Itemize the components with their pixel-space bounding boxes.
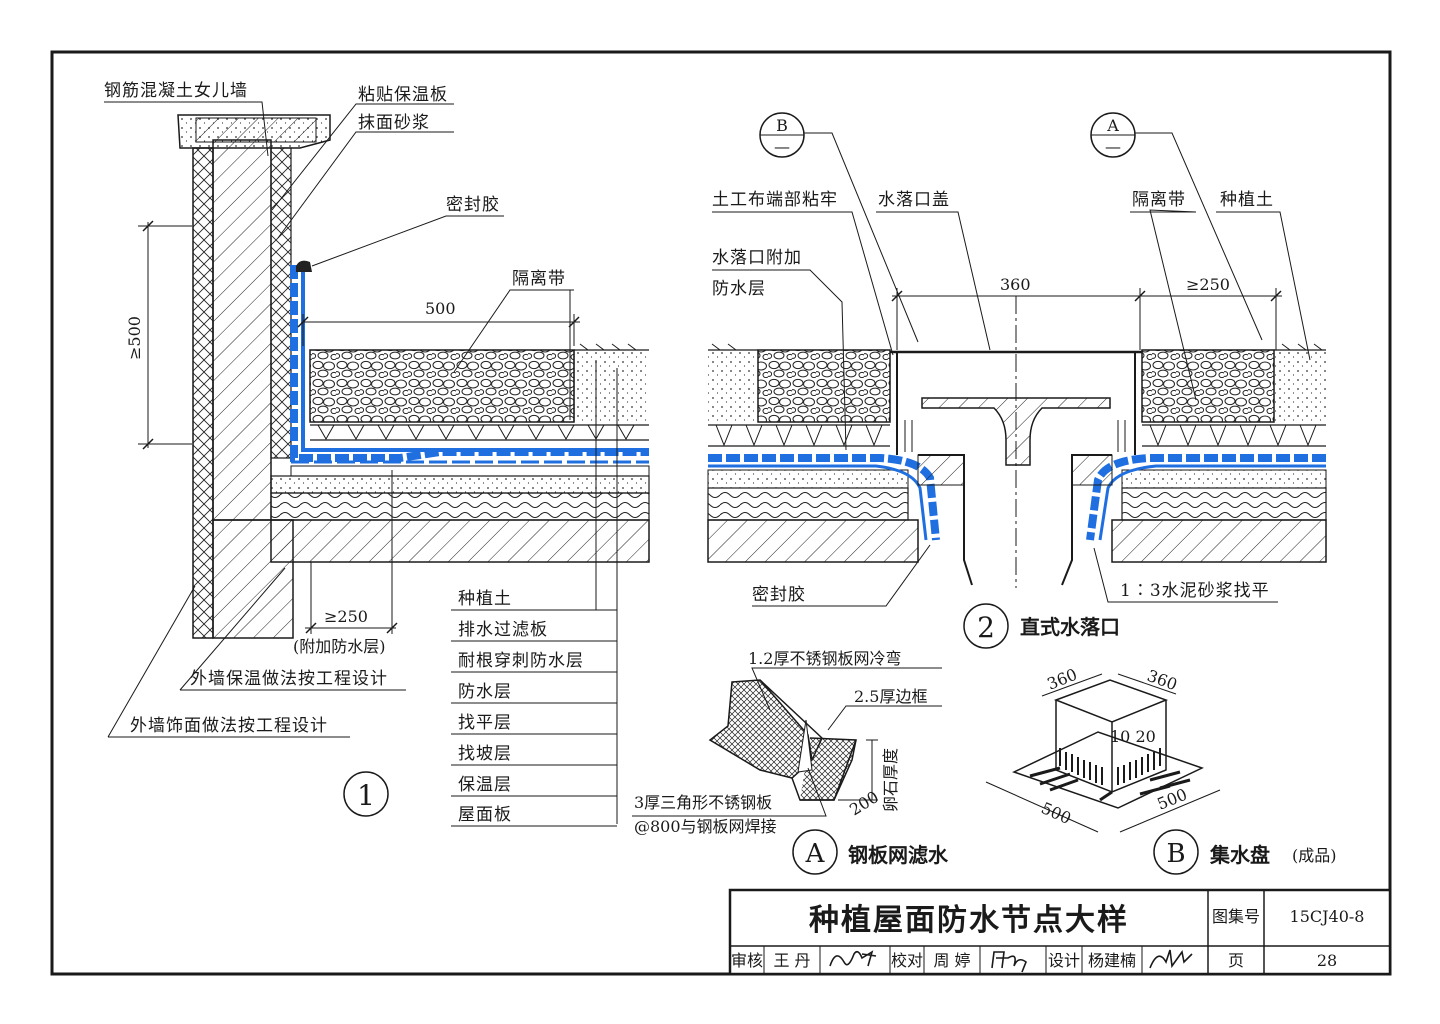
label-sealant: 密封胶 — [446, 195, 500, 215]
layer-label-6: 找坡层 — [458, 744, 512, 764]
review-label: 审核 — [731, 951, 763, 970]
layer-label-1: 种植土 — [458, 589, 512, 609]
label-isolation: 隔离带 — [512, 269, 566, 289]
layer-label-5: 找平层 — [458, 713, 512, 733]
sheet-border — [50, 50, 1392, 976]
page-number: 28 — [1317, 951, 1337, 970]
detail-1-parapet-section — [177, 114, 650, 639]
dim-ge250: ≥250 — [324, 607, 368, 626]
detail-1-annotations: 钢筋混凝土女儿墙 粘贴保温板 抹面砂浆 密封胶 隔离带 500 ≥500 ≥25… — [104, 81, 618, 827]
detail-2-caption: 直式水落口 — [1020, 615, 1120, 639]
label-mesh: 1.2厚不锈钢板网冷弯 — [748, 649, 901, 668]
checker-signature — [991, 951, 1027, 973]
atlas-number: 15CJ40-8 — [1290, 907, 1365, 926]
detail-a-caption: 钢板网滤水 — [848, 843, 949, 867]
reviewer-name: 王 丹 — [773, 951, 810, 970]
label-frame: 2.5厚边框 — [854, 687, 927, 706]
ref-a-letter: A — [1106, 116, 1119, 135]
title-block: 种植屋面防水节点大样 图集号 15CJ40-8 页 28 审核 王 丹 校对 周… — [728, 888, 1392, 976]
detail-1-number: 1 — [357, 779, 375, 812]
detail-b-circle — [1153, 829, 1199, 875]
dim-ge250-2: ≥250 — [1186, 275, 1230, 294]
detail-2-annotations: B — A — 土工布端部粘牢 水落口盖 隔离带 种植土 水落口附加 防水层 3… — [712, 112, 1311, 649]
label-triangle-1: 3厚三角形不锈钢板 — [634, 793, 772, 812]
atlas-label: 图集号 — [1212, 907, 1260, 926]
layer-label-3: 耐根穿刺防水层 — [458, 651, 584, 671]
dim-b-500-a: 500 — [1038, 798, 1074, 828]
layer-label-4: 防水层 — [458, 682, 512, 702]
label-isolation-2: 隔离带 — [1132, 190, 1186, 210]
dim-b-360-a: 360 — [1044, 665, 1079, 694]
label-gravel-thickness: 卵石厚度 — [881, 748, 900, 812]
label-geotextile: 土工布端部粘牢 — [712, 190, 838, 210]
dim-360: 360 — [1000, 275, 1031, 294]
layer-label-2: 排水过滤板 — [458, 620, 548, 640]
detail-a-filter-screen: 1.2厚不锈钢板网冷弯 2.5厚边框 卵石厚度 200 3厚三角形不锈钢板 @8… — [632, 649, 949, 875]
checker-name: 周 婷 — [933, 951, 970, 970]
detail-2-number-circle — [963, 603, 1009, 649]
detail-2-number: 2 — [977, 611, 995, 644]
layer-label-8: 屋面板 — [458, 805, 512, 825]
dim-500: 500 — [425, 299, 456, 318]
label-extra-wp-1: 水落口附加 — [712, 248, 802, 268]
design-label: 设计 — [1048, 951, 1080, 970]
label-outlet-cover: 水落口盖 — [878, 190, 950, 210]
label-plaster: 抹面砂浆 — [358, 113, 430, 133]
ref-b-dash: — — [774, 137, 790, 156]
designer-signature — [1149, 949, 1193, 969]
label-soil: 种植土 — [1220, 190, 1274, 210]
dim-ge500: ≥500 — [125, 316, 144, 360]
check-label: 校对 — [891, 951, 923, 970]
label-extra-wp-2: 防水层 — [712, 279, 766, 299]
detail-2-drain-section — [707, 296, 1327, 588]
label-triangle-2: @800与钢板网焊接 — [634, 817, 777, 836]
detail-a-letter: A — [805, 839, 826, 869]
ref-b-letter: B — [776, 116, 788, 135]
detail-1-number-circle — [343, 771, 389, 817]
dim-200: 200 — [846, 787, 882, 819]
sheet-title: 种植屋面防水节点大样 — [809, 903, 1129, 938]
label-insul-board: 粘贴保温板 — [358, 85, 448, 105]
label-sealant-2: 密封胶 — [752, 585, 806, 605]
layer-label-7: 保温层 — [458, 775, 512, 795]
detail-a-circle — [792, 829, 838, 875]
reviewer-signature — [829, 950, 877, 967]
label-extra-layer: (附加防水层) — [293, 637, 386, 656]
detail-b-collecting-tray: 360 360 10 20 500 500 B 集水盘 (成品) — [985, 665, 1337, 875]
label-wall-insul: 外墙保温做法按工程设计 — [190, 669, 388, 689]
label-mortar: 1∶3水泥砂浆找平 — [1120, 581, 1270, 601]
ref-a-dash: — — [1105, 137, 1121, 156]
designer-name: 杨建楠 — [1088, 951, 1136, 970]
label-wall-finish: 外墙饰面做法按工程设计 — [130, 716, 328, 736]
detail-b-caption: 集水盘 — [1209, 843, 1270, 867]
dim-b-10-20: 10 20 — [1110, 727, 1156, 746]
dim-b-360-b: 360 — [1145, 666, 1180, 694]
detail-b-letter: B — [1166, 839, 1185, 869]
label-parapet: 钢筋混凝土女儿墙 — [104, 81, 248, 101]
detail-b-caption-note: (成品) — [1292, 846, 1337, 865]
page-label: 页 — [1228, 951, 1244, 970]
